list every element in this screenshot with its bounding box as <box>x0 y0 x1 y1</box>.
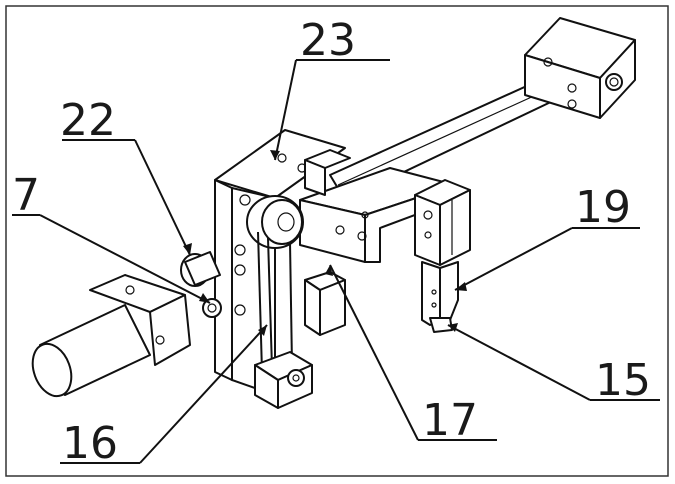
upper-pulley <box>246 195 304 249</box>
timing-belt <box>257 231 293 373</box>
arrow-heads <box>183 150 467 336</box>
label-23: 23 <box>300 15 356 66</box>
figure-frame <box>5 5 669 477</box>
motor-body <box>31 304 151 398</box>
rear-mounting-block <box>524 17 636 119</box>
label-16: 16 <box>62 418 118 469</box>
label-17: 17 <box>422 395 478 446</box>
label-15: 15 <box>595 355 651 406</box>
motor-flange <box>89 274 191 366</box>
gripper-fingers <box>421 261 459 333</box>
label-19: 19 <box>575 182 631 233</box>
lower-pulley-block <box>254 351 313 409</box>
gripper-cylinder <box>414 179 471 266</box>
coupling <box>180 251 222 318</box>
label-22: 22 <box>60 95 116 146</box>
label-7: 7 <box>12 170 40 221</box>
leader-lines <box>12 59 660 464</box>
